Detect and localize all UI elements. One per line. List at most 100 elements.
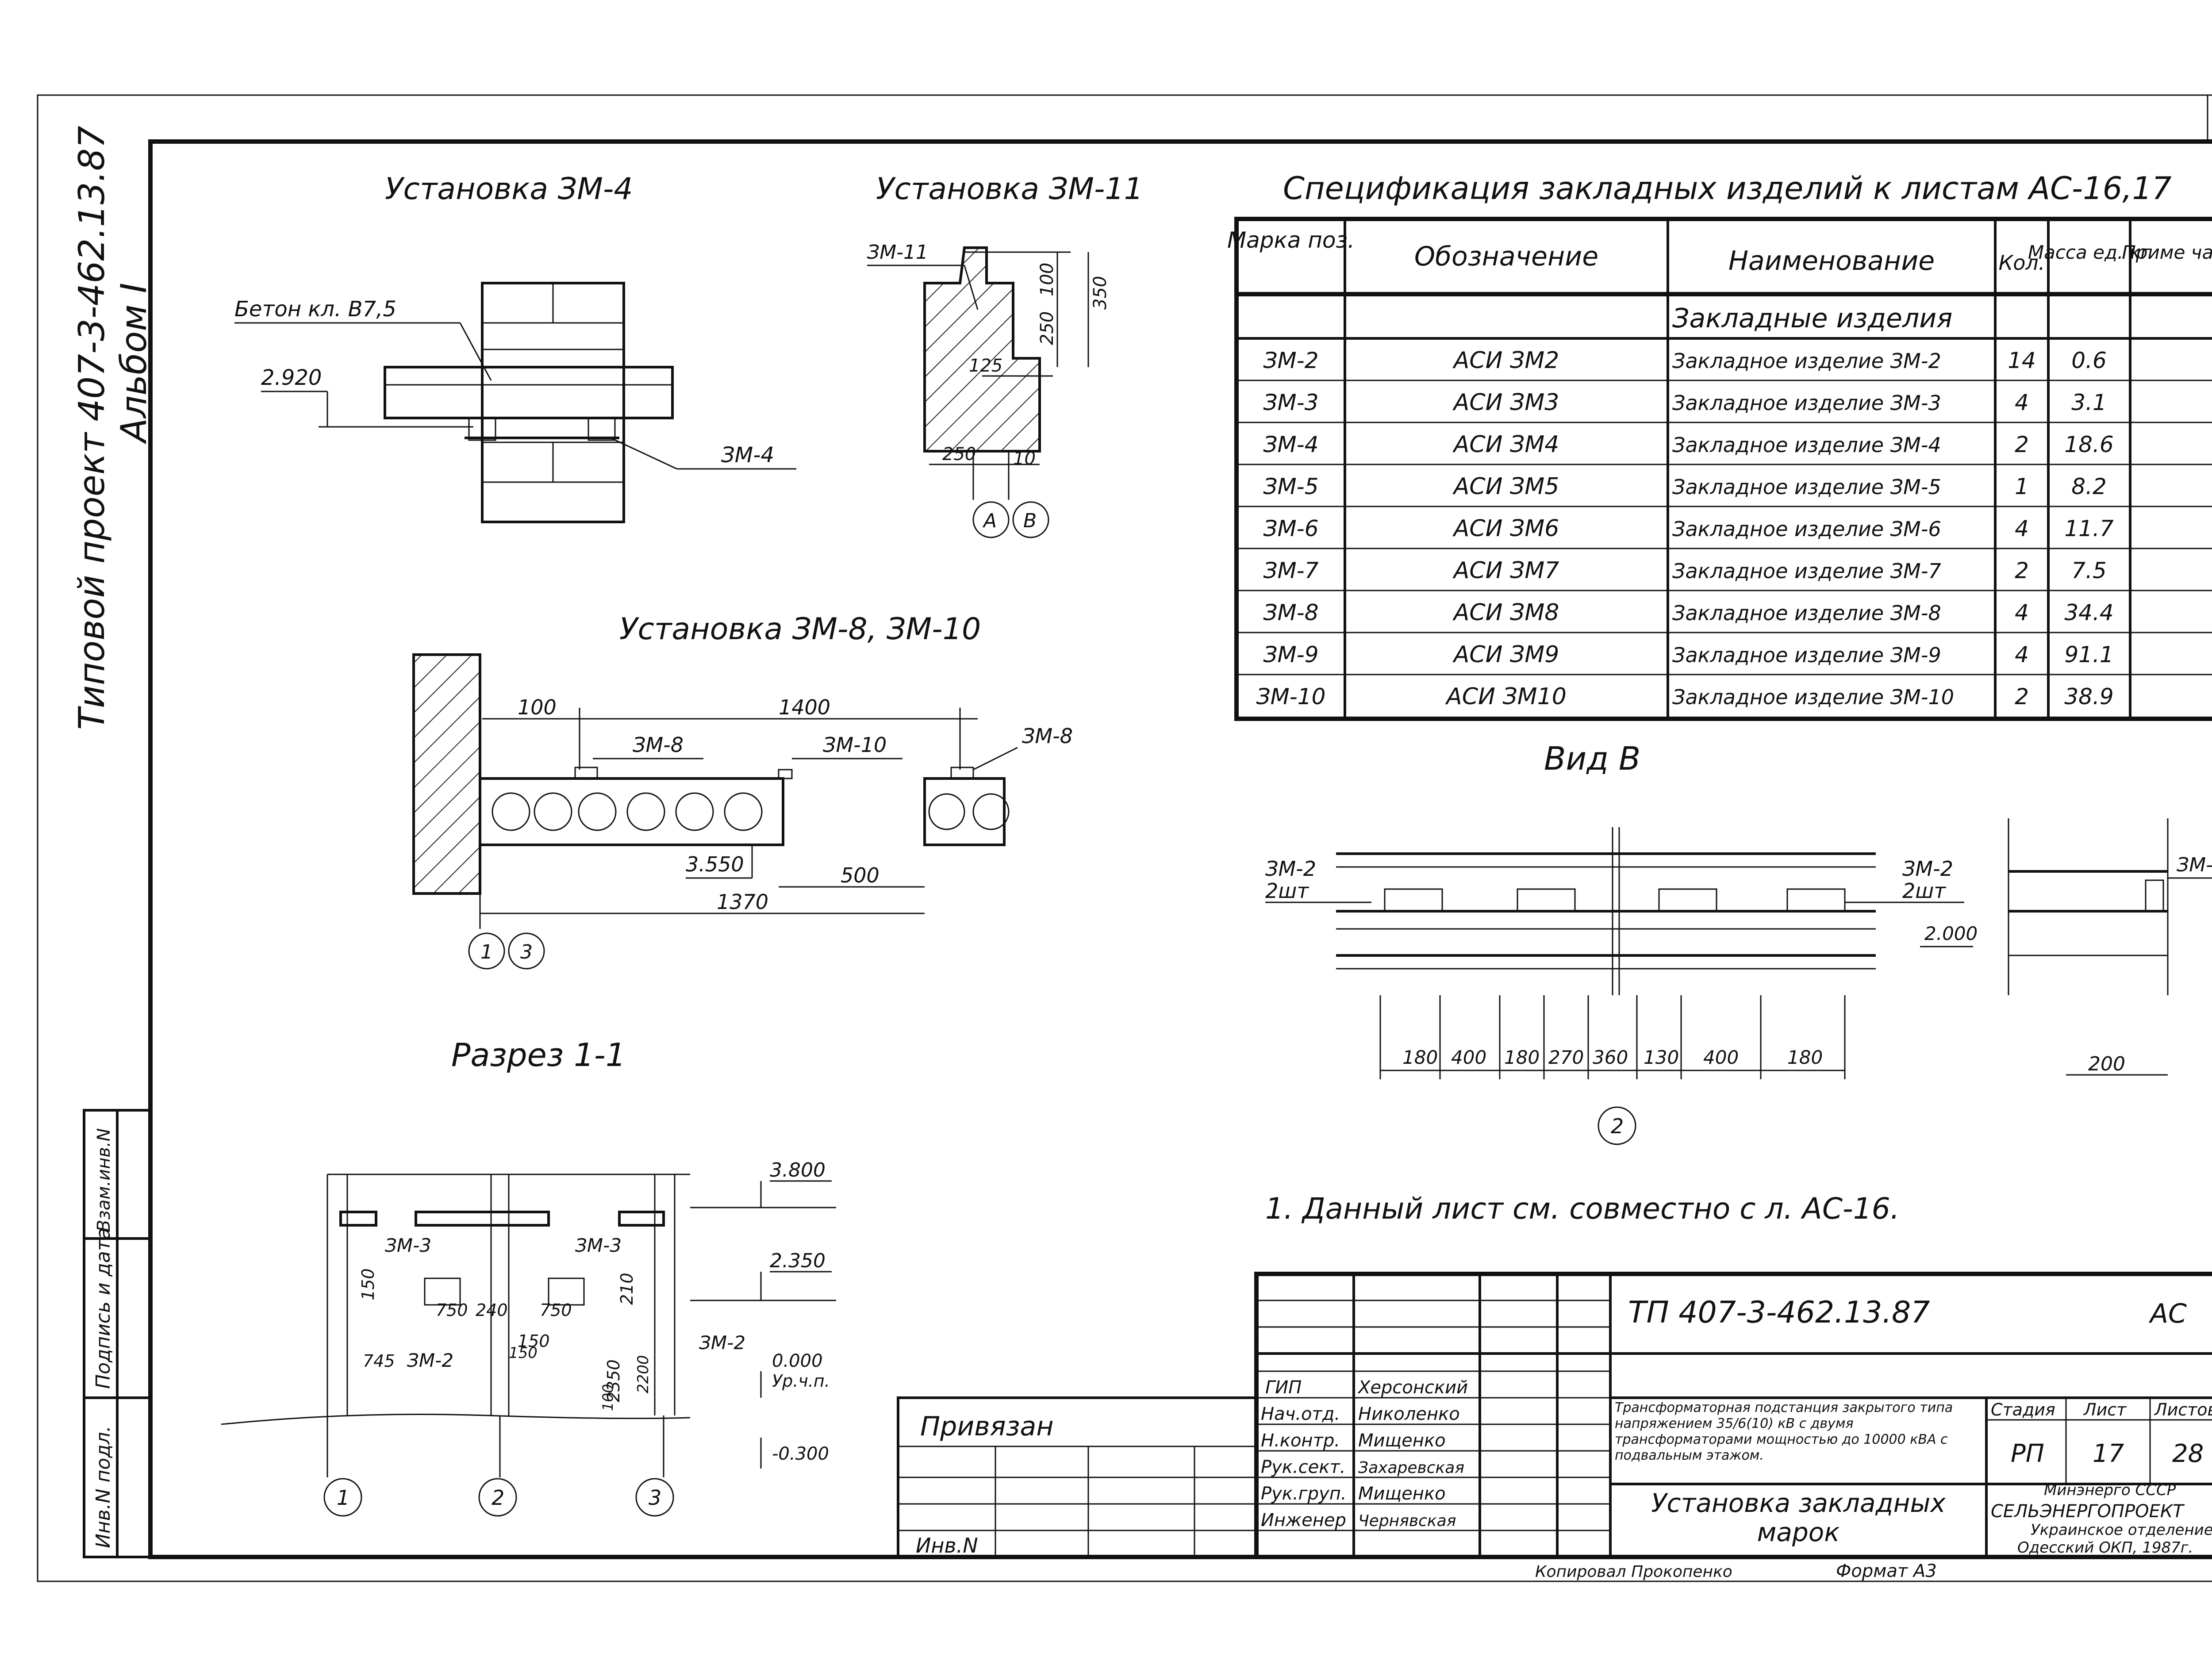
zm4-level: 2.920 [261, 365, 322, 390]
view-b-dim-3: 180 [1504, 1047, 1540, 1068]
spec-cell-name: Закладное изделие ЗМ-10 [1672, 685, 1954, 709]
spec-cell-name: Закладное изделие ЗМ-9 [1672, 643, 1941, 667]
section-part-zm2-right: ЗМ-2 [699, 1332, 745, 1354]
section-part-zm3-left: ЗМ-3 [385, 1235, 431, 1256]
section-1-1-view: Разрез 1-1 ЗМ-3 ЗМ-3 ЗМ-2 ЗМ-2 150 750 2… [221, 1036, 836, 1517]
spec-cell-name: Закладное изделие ЗМ-3 [1672, 391, 1941, 415]
spec-header-mark-text: Марка поз. [1227, 227, 1355, 253]
tb-description: Трансформаторная подстанция закрытого ти… [1615, 1400, 1953, 1463]
tb-name-2: Николенко [1358, 1404, 1460, 1424]
section-axis-2-marker [478, 1478, 517, 1517]
spec-header-designation: Обозначение [1414, 241, 1598, 272]
spec-section-label: Закладные изделия [1672, 303, 1952, 334]
tb-sheets-label: Листов [2154, 1400, 2212, 1419]
zm810-axis-3: 3 [520, 941, 533, 963]
tb-bound-label: Привязан [920, 1411, 1054, 1442]
section-axis-1: 1 [337, 1486, 349, 1510]
tb-stage-label: Стадия [1991, 1400, 2055, 1419]
view-b-right-qty: 2шт [1902, 879, 1946, 903]
tb-sheet: 17 [2093, 1439, 2124, 1468]
spec-cell-name: Закладное изделие ЗМ-6 [1672, 517, 1941, 541]
tb-role-engineer: Инженер [1261, 1510, 1346, 1530]
section-dim-150: 150 [358, 1268, 378, 1300]
zm11-part: ЗМ-11 [867, 241, 928, 264]
tb-org-2: СЕЛЬЭНЕРГОПРОЕКТ [1991, 1501, 2185, 1522]
spec-cell-name: Закладное изделие ЗМ-8 [1672, 601, 1941, 625]
install-zm4-view: Установка ЗМ-4 Бетон кл. В7,5 2.920 ЗМ-4 [234, 172, 796, 523]
spec-cell-mark: ЗМ-2 [1263, 348, 1318, 373]
spec-cell-name: Закладное изделие ЗМ-7 [1672, 559, 1941, 583]
tb-org-1: Минэнерго СССР [2044, 1481, 2176, 1499]
tb-name-5: Мищенко [1358, 1484, 1446, 1504]
side-album: Альбом I [113, 283, 154, 445]
view-b-dim-6: 130 [1644, 1047, 1679, 1068]
view-b-right-label: ЗМ-2 [1902, 857, 1953, 881]
spec-cell-designation: АСИ ЗМ8 [1452, 599, 1559, 626]
zm11-dim-125: 125 [969, 356, 1002, 376]
spec-cell-designation: АСИ ЗМ9 [1452, 641, 1559, 668]
spec-cell-mark: ЗМ-6 [1263, 516, 1318, 541]
zm810-dim-100: 100 [518, 695, 557, 719]
tb-role-nkontr: Н.контр. [1261, 1430, 1340, 1451]
view-b-dim-2: 400 [1451, 1047, 1486, 1068]
spec-cell-mass: 8.2 [2071, 474, 2107, 499]
spec-cell-mark: ЗМ-10 [1256, 684, 1326, 709]
spec-cell-designation: АСИ ЗМ6 [1452, 515, 1559, 542]
spec-cell-mass: 7.5 [2071, 558, 2107, 583]
section-dim-745: 745 [363, 1351, 395, 1371]
section-dim-100: 100 [599, 1384, 616, 1411]
zm810-level: 3.550 [686, 852, 744, 876]
tb-sheet-name: Установка закладных марок [1651, 1488, 1946, 1547]
tb-name-1: Херсонский [1357, 1377, 1468, 1398]
tb-description-wrapper: Трансформаторная подстанция закрытого ти… [1615, 1400, 1953, 1463]
zm810-part-zm10: ЗМ-10 [823, 733, 887, 757]
install-zm8-10-view: Установка ЗМ-8, ЗМ-10 100 1400 ЗМ-8 ЗМ-1… [412, 612, 1073, 970]
zm810-part-zm8: ЗМ-8 [633, 733, 684, 757]
spec-cell-mark: ЗМ-8 [1263, 600, 1318, 625]
zm810-part-zm8-right: ЗМ-8 [1022, 724, 1073, 748]
side-title-group: Типовой проект 407-3-462.13.87 Альбом I [71, 126, 154, 730]
section-level-2350: 2.350 [770, 1250, 826, 1272]
zm11-dim-100: 100 [1037, 263, 1057, 296]
view-b-dim-4: 270 [1548, 1047, 1584, 1068]
zm11-dim-10: 10 [1013, 449, 1036, 469]
stamp-inv-original: Инв.N подл. [92, 1426, 115, 1548]
spec-cell-mark: ЗМ-5 [1263, 474, 1318, 499]
spec-cell-mass: 91.1 [2064, 642, 2113, 667]
zm11-dim-250: 250 [1037, 311, 1057, 345]
install-zm11-title: Установка ЗМ-11 [876, 172, 1143, 207]
section-axis-1-marker [323, 1478, 362, 1517]
zm11-axis-a-marker [972, 501, 1010, 538]
zm11-dim-350: 350 [1090, 276, 1110, 310]
spec-cell-qty: 1 [2015, 474, 2029, 499]
zm4-part: ЗМ-4 [721, 443, 774, 468]
view-b-dim-5: 360 [1593, 1047, 1628, 1068]
section-dim-240: 240 [476, 1300, 508, 1320]
spec-cell-designation: АСИ ЗМ4 [1452, 431, 1559, 458]
zm810-axis-3-marker [508, 932, 545, 970]
spec-cell-designation: АСИ ЗМ10 [1445, 683, 1567, 710]
zm11-axis-b: В [1023, 510, 1037, 532]
section-floor-label: Ур.ч.п. [772, 1371, 830, 1391]
left-stamp: Инв.N подл. Подпись и дата Взам.инв.N [83, 1109, 152, 1558]
spec-cell-mass: 18.6 [2064, 432, 2113, 457]
view-b-dim-8: 180 [1787, 1047, 1823, 1068]
spec-header-mass: Масса ед. кг [2028, 242, 2151, 263]
view-b-dim-ticks [1379, 995, 1846, 1079]
spec-cell-mark: ЗМ-7 [1263, 558, 1318, 583]
stamp-replace-inv: Взам.инв.N [94, 1128, 114, 1232]
view-b-left-qty: 2шт [1265, 879, 1309, 903]
section-dim-2350: 2350 [604, 1359, 623, 1402]
spec-cell-mass: 34.4 [2064, 600, 2113, 625]
note-text: 1. Данный лист см. совместно с л. АС-16. [1265, 1192, 1900, 1226]
spec-cell-name: Закладное изделие ЗМ-4 [1672, 433, 1941, 457]
tb-role-ruksect: Рук.сект. [1261, 1457, 1345, 1477]
zm11-dim-250b: 250 [942, 444, 976, 464]
tb-name-3: Мищенко [1358, 1430, 1446, 1451]
view-b: Вид В ЗМ-2 2шт ЗМ-2 2шт 2.000 [1265, 740, 2212, 1145]
view-b-title: Вид В [1544, 740, 1640, 777]
view-b-right-dim: 200 [2088, 1053, 2125, 1075]
spec-cell-designation: АСИ ЗМ7 [1452, 557, 1559, 584]
